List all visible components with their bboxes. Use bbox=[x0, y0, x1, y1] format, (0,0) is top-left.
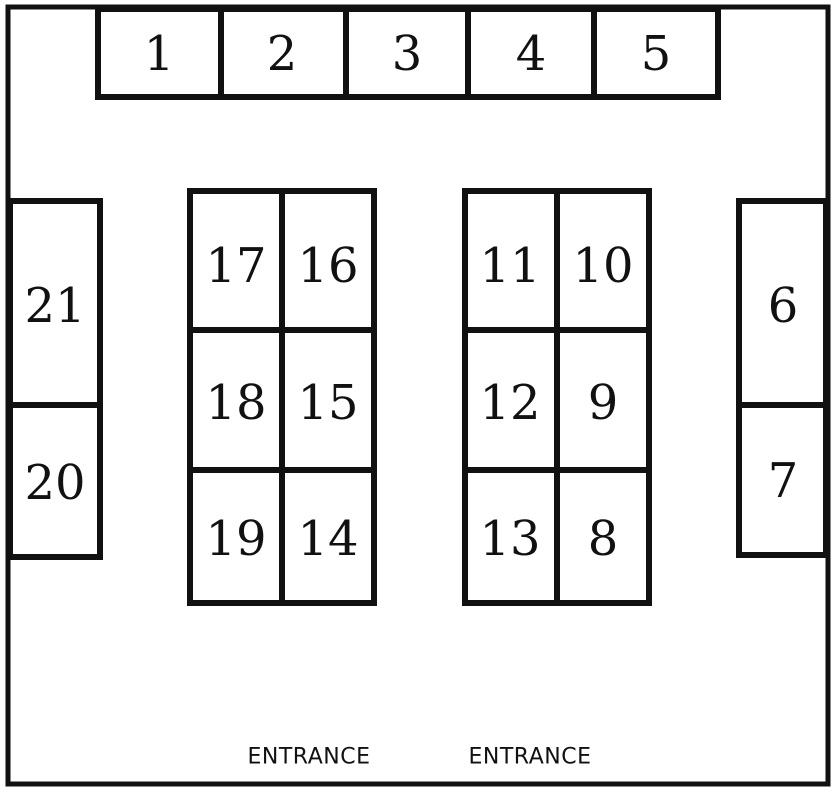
booth-17-shape bbox=[187, 188, 285, 333]
booth-8[interactable]: 8 bbox=[554, 467, 652, 606]
booth-20[interactable]: 20 bbox=[7, 402, 103, 560]
booth-1-shape bbox=[95, 6, 224, 100]
booth-17-label: 17 bbox=[205, 238, 266, 294]
booth-8-label: 8 bbox=[588, 511, 619, 567]
booth-4-label: 4 bbox=[516, 26, 547, 82]
booth-13[interactable]: 13 bbox=[462, 467, 560, 606]
booth-14[interactable]: 14 bbox=[279, 467, 377, 606]
booth-7[interactable]: 7 bbox=[736, 402, 829, 558]
booth-3-shape bbox=[343, 6, 471, 100]
booth-2[interactable]: 2 bbox=[218, 6, 349, 100]
booth-19[interactable]: 19 bbox=[187, 467, 285, 606]
booth-19-shape bbox=[187, 467, 285, 606]
booth-20-label: 20 bbox=[24, 455, 85, 511]
booth-14-label: 14 bbox=[297, 511, 358, 567]
booth-16[interactable]: 16 bbox=[279, 188, 377, 333]
booth-18[interactable]: 18 bbox=[187, 327, 285, 473]
booth-21-shape bbox=[7, 198, 103, 408]
booth-3[interactable]: 3 bbox=[343, 6, 471, 100]
hall-outline bbox=[5, 4, 831, 787]
booth-16-label: 16 bbox=[297, 238, 358, 294]
booth-1-label: 1 bbox=[144, 26, 175, 82]
booth-21[interactable]: 21 bbox=[7, 198, 103, 408]
booth-21-label: 21 bbox=[24, 278, 85, 334]
booth-13-shape bbox=[462, 467, 560, 606]
booth-12-label: 12 bbox=[479, 375, 540, 431]
booth-7-label: 7 bbox=[768, 453, 799, 509]
booth-9[interactable]: 9 bbox=[554, 327, 652, 473]
booth-15[interactable]: 15 bbox=[279, 327, 377, 473]
booth-9-label: 9 bbox=[588, 375, 619, 431]
entrance-left-label: ENTRANCE bbox=[248, 745, 371, 770]
booth-5-shape bbox=[591, 6, 721, 100]
booth-10-label: 10 bbox=[572, 238, 633, 294]
booth-6-label: 6 bbox=[768, 278, 799, 334]
booth-11-label: 11 bbox=[479, 238, 540, 294]
booth-7-shape bbox=[736, 402, 829, 558]
booth-1[interactable]: 1 bbox=[95, 6, 224, 100]
booth-15-label: 15 bbox=[297, 375, 358, 431]
entrance-right-label: ENTRANCE bbox=[469, 745, 592, 770]
booth-6-shape bbox=[736, 198, 829, 408]
booth-2-label: 2 bbox=[267, 26, 298, 82]
booth-5[interactable]: 5 bbox=[591, 6, 721, 100]
booth-2-shape bbox=[218, 6, 349, 100]
booth-5-label: 5 bbox=[641, 26, 672, 82]
booth-11[interactable]: 11 bbox=[462, 188, 560, 333]
booth-13-label: 13 bbox=[479, 511, 540, 567]
booth-3-label: 3 bbox=[392, 26, 423, 82]
booth-17[interactable]: 17 bbox=[187, 188, 285, 333]
booth-19-label: 19 bbox=[205, 511, 266, 567]
booth-20-shape bbox=[7, 402, 103, 560]
booth-10[interactable]: 10 bbox=[554, 188, 652, 333]
booth-4[interactable]: 4 bbox=[465, 6, 597, 100]
booth-12[interactable]: 12 bbox=[462, 327, 560, 473]
booth-18-label: 18 bbox=[205, 375, 266, 431]
booth-6[interactable]: 6 bbox=[736, 198, 829, 408]
